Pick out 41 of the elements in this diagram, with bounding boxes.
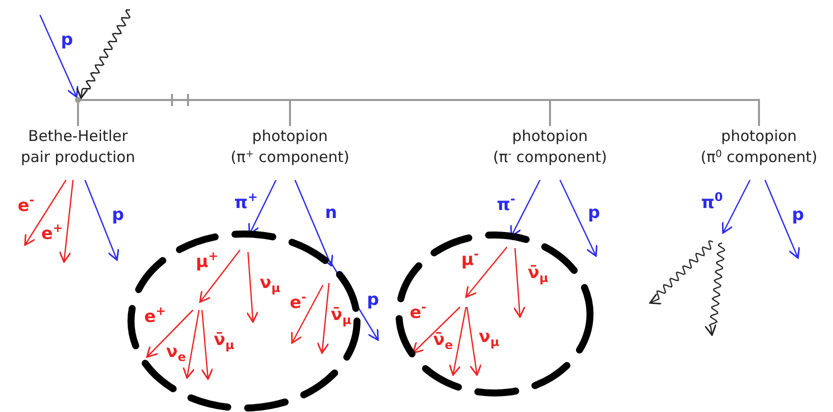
process-label: photopion <box>252 126 328 147</box>
edge-label: n <box>324 203 338 223</box>
particle-label: ν$_{μ}$ <box>260 273 280 293</box>
particle-label: ν̄$_{μ}$ <box>214 330 234 350</box>
particle-label: ν̄$_{e}$ <box>433 330 453 350</box>
process-label: (π$^{-}$ component) <box>493 147 607 168</box>
edge-label: p <box>60 30 74 50</box>
process-label: Bethe-Heitler pair production <box>20 126 136 168</box>
edge-label: π$^{+}$ <box>234 193 258 213</box>
vertex-dot <box>75 97 81 103</box>
edge-label: π$^{0}$ <box>701 193 723 213</box>
particle-arrow <box>24 180 67 246</box>
particle-label: ν̄$_{μ}$ <box>528 263 548 283</box>
particle-arrow <box>58 180 74 263</box>
edge-label: e$^{+}$ <box>41 224 63 244</box>
particle-label: e$^{+}$ <box>144 307 166 327</box>
particle-label: ν$_{e}$ <box>166 342 186 362</box>
particle-label: ν̄$_{μ}$ <box>330 305 352 325</box>
particle-arrow <box>559 180 598 257</box>
particle-arrow <box>84 180 120 261</box>
particle-label: μ$^{-}$ <box>461 250 479 270</box>
particle-arrow <box>39 14 78 98</box>
particle-label: ν$_{μ}$ <box>478 327 500 347</box>
edge-label: e$^{-}$ <box>18 196 34 216</box>
edge-label: p <box>366 290 380 310</box>
particle-label: μ$^{+}$ <box>196 252 218 272</box>
particle-arrow <box>722 180 751 234</box>
process-label: photopion <box>721 126 797 147</box>
particle-arrow <box>294 180 334 266</box>
process-label: (π$^{+}$ component) <box>230 147 350 168</box>
particle-label: e$^{-}$ <box>290 293 306 313</box>
edge-label: p <box>792 205 804 225</box>
process-label: photopion <box>512 126 588 147</box>
particle-arrow <box>764 180 800 259</box>
edge-label: p <box>112 205 124 225</box>
photon-arrow <box>76 9 131 99</box>
connector-line <box>77 103 79 126</box>
process-label: (π$^{0}$ component) <box>700 147 818 168</box>
edge-label: π$^{-}$ <box>496 195 516 215</box>
edge-label: p <box>588 203 600 223</box>
particle-label: e$^{-}$ <box>410 303 426 323</box>
